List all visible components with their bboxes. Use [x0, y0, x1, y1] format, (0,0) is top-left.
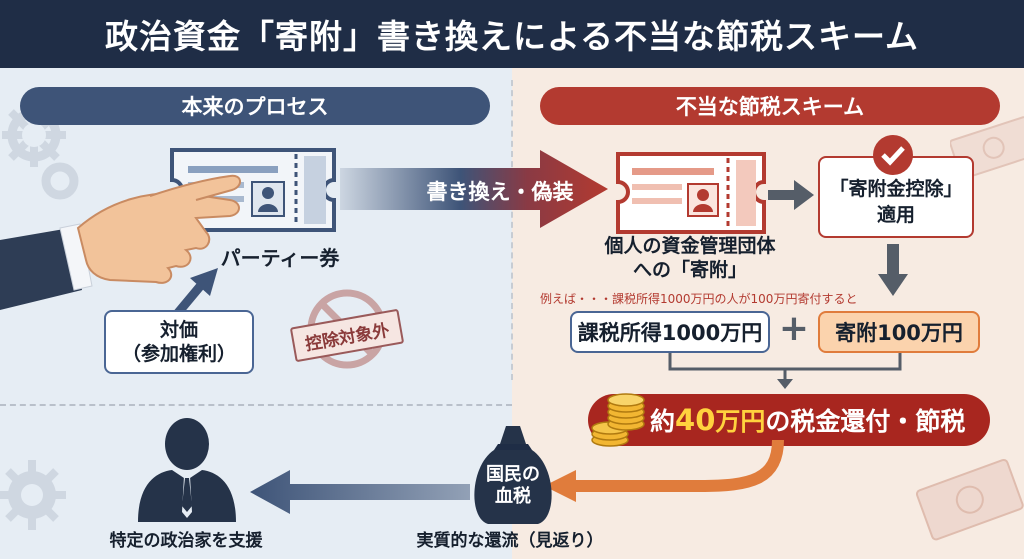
coins-icon	[591, 393, 645, 447]
gear-icon	[2, 103, 79, 200]
rewrite-arrow	[340, 150, 608, 228]
horizontal-divider	[0, 404, 512, 406]
right-section-header: 不当な節税スキーム	[540, 87, 1000, 125]
money-bag-label-line1: 国民の	[486, 464, 540, 485]
deduction-box-line2: 適用	[876, 204, 915, 226]
price-box-line1: 対価	[159, 319, 198, 341]
check-icon	[873, 135, 913, 175]
politician-label: 特定の政治家を支援	[109, 531, 263, 551]
ticket-icon	[616, 152, 766, 234]
gear-icon	[0, 460, 66, 530]
return-label: 実質的な還流（見返り）	[416, 531, 604, 551]
result-text: の税金還付・節税	[765, 407, 966, 436]
result-prefix: 約	[650, 407, 676, 436]
ticket-label: パーティー券	[220, 246, 340, 270]
banknote-icon	[916, 458, 1024, 541]
donation-amount-box: 寄附100万円	[818, 311, 980, 353]
example-text: 例えば・・・課税所得1000万円の人が100万円寄付すると	[540, 292, 858, 306]
donation-label: 個人の資金管理団体 への「寄附」	[580, 234, 800, 282]
result-amount: 40	[675, 403, 716, 437]
right-arrow	[768, 180, 814, 210]
taxable-income-box: 課税所得1000万円	[570, 311, 770, 353]
money-bag-label-line2: 血税	[495, 486, 531, 507]
donation-label-line1: 個人の資金管理団体	[604, 235, 776, 257]
money-bag-label: 国民の 血税	[468, 464, 558, 508]
bracket-connector	[668, 353, 902, 389]
donation-label-line2: への「寄附」	[632, 259, 747, 281]
plus-sign: +	[778, 308, 810, 349]
deduction-box-line1: 「寄附金控除」	[829, 178, 963, 200]
left-section-header: 本来のプロセス	[20, 87, 490, 125]
hand-holding-ticket-icon	[0, 148, 336, 310]
result-unit: 万円	[715, 407, 766, 436]
money-bag-icon	[474, 426, 552, 524]
price-box: 対価 （参加権利）	[104, 310, 254, 374]
page-title: 政治資金「寄附」書き換えによる不当な節税スキーム	[0, 0, 1024, 68]
rewrite-label: 書き換え・偽装	[426, 180, 574, 204]
politician-icon	[138, 418, 236, 522]
vertical-divider	[511, 80, 513, 380]
return-curve-arrow	[544, 440, 784, 502]
left-arrow	[250, 470, 470, 514]
price-box-line2: （参加権利）	[121, 343, 236, 365]
down-arrow	[878, 244, 908, 296]
